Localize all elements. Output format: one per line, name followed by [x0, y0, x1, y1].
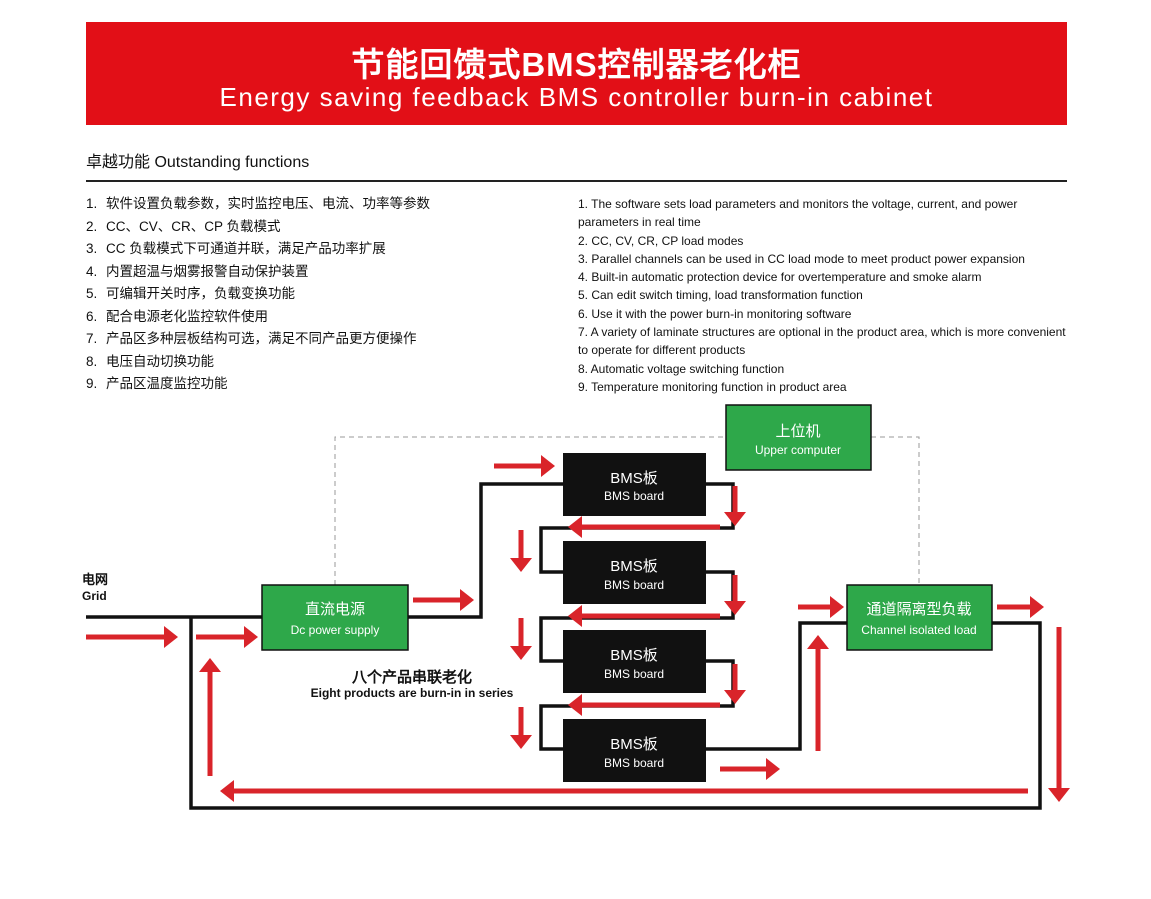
- flow-arrow-5: [494, 455, 555, 477]
- section-heading: 卓越功能 Outstanding functions: [86, 154, 310, 171]
- svg-text:BMS board: BMS board: [604, 489, 664, 503]
- list-item: 9.产品区温度监控功能: [86, 376, 228, 391]
- list-item: 6. Use it with the power burn-in monitor…: [578, 306, 852, 321]
- grid-label-en: Grid: [82, 589, 107, 603]
- list-item: 9. Temperature monitoring function in pr…: [578, 379, 847, 394]
- flow-arrow-head: [830, 596, 844, 618]
- svg-text:BMS板: BMS板: [610, 469, 658, 487]
- svg-text:BMS board: BMS board: [604, 756, 664, 770]
- flow-arrow-9: [724, 575, 746, 615]
- list-item: 8. Automatic voltage switching function: [578, 361, 785, 376]
- flow-arrow-head: [568, 605, 582, 627]
- flow-arrow-11: [510, 618, 532, 660]
- flow-arrow-12: [724, 664, 746, 704]
- flow-arrow-head: [244, 626, 258, 648]
- series-label-zh: 八个产品串联老化: [351, 668, 472, 686]
- svg-text:Channel isolated load: Channel isolated load: [861, 623, 976, 637]
- flow-arrow-head: [460, 589, 474, 611]
- svg-text:BMS板: BMS板: [610, 646, 658, 664]
- list-item: 4.内置超温与烟雾报警自动保护装置: [86, 263, 309, 279]
- list-item: 1. The software sets load parameters and…: [578, 197, 1018, 230]
- flow-arrow-6: [568, 516, 720, 538]
- list-item: 5.可编辑开关时序，负载变换功能: [86, 286, 295, 301]
- bms-board-1: BMS板 BMS board: [563, 453, 706, 516]
- flow-arrow-head: [724, 512, 746, 526]
- svg-text:BMS板: BMS板: [610, 735, 658, 753]
- flow-arrow-8: [510, 530, 532, 572]
- svg-text:通道隔离型负载: 通道隔离型负载: [866, 601, 971, 618]
- list-item: 6.配合电源老化监控软件使用: [86, 308, 268, 324]
- flow-arrow-head: [568, 516, 582, 538]
- list-item: 1.软件设置负载参数，实时监控电压、电流、功率等参数: [86, 196, 430, 211]
- list-item: 2. CC, CV, CR, CP load modes: [578, 233, 744, 248]
- flow-arrow-head: [541, 455, 555, 477]
- flow-arrow-7: [724, 486, 746, 526]
- flow-arrow-10: [568, 605, 720, 627]
- flow-arrows: [86, 455, 1070, 802]
- flow-arrow-18: [798, 596, 844, 618]
- svg-text:直流电源: 直流电源: [305, 601, 365, 618]
- flow-arrow-20: [1048, 627, 1070, 802]
- list-item: 2.CC、CV、CR、CP 负载模式: [86, 218, 281, 234]
- flow-arrow-head: [766, 758, 780, 780]
- series-label-en: Eight products are burn-in in series: [311, 686, 514, 700]
- svg-text:Dc power supply: Dc power supply: [291, 623, 380, 637]
- section-divider: [86, 180, 1067, 182]
- flow-arrow-1: [86, 626, 178, 648]
- flow-arrow-3: [199, 658, 221, 776]
- svg-text:BMS board: BMS board: [604, 667, 664, 681]
- svg-text:BMS board: BMS board: [604, 578, 664, 592]
- flow-arrow-head: [724, 690, 746, 704]
- flow-arrow-17: [807, 635, 829, 751]
- list-item: 4. Built-in automatic protection device …: [578, 270, 982, 285]
- title-zh: 节能回馈式BMS控制器老化柜: [351, 46, 802, 83]
- flow-arrow-head: [1030, 596, 1044, 618]
- flow-arrow-head: [510, 558, 532, 572]
- bms-board-4: BMS板 BMS board: [563, 719, 706, 782]
- list-item: 3. Parallel channels can be used in CC l…: [578, 251, 1025, 266]
- bms-board-2: BMS板 BMS board: [563, 541, 706, 604]
- flow-arrow-head: [1048, 788, 1070, 802]
- list-item: 7.产品区多种层板结构可选，满足不同产品更方便操作: [86, 331, 417, 346]
- flow-arrow-head: [807, 635, 829, 649]
- flow-arrow-19: [997, 596, 1044, 618]
- flow-arrow-head: [510, 646, 532, 660]
- flow-arrow-head: [220, 780, 234, 802]
- upper-computer-node: 上位机 Upper computer: [725, 404, 872, 471]
- dc-power-supply-node: 直流电源 Dc power supply: [261, 584, 409, 651]
- grid-label-zh: 电网: [82, 572, 108, 587]
- channel-load-node: 通道隔离型负载 Channel isolated load: [846, 584, 993, 651]
- flow-arrow-16: [220, 780, 1028, 802]
- flow-arrow-2: [196, 626, 258, 648]
- flow-arrow-head: [568, 694, 582, 716]
- features-zh-list: 1.软件设置负载参数，实时监控电压、电流、功率等参数 2.CC、CV、CR、CP…: [86, 193, 430, 396]
- flow-arrow-head: [199, 658, 221, 672]
- svg-text:BMS板: BMS板: [610, 557, 658, 575]
- bms-board-3: BMS板 BMS board: [563, 630, 706, 693]
- title-en: Energy saving feedback BMS controller bu…: [219, 82, 934, 112]
- features-en-list: 1. The software sets load parameters and…: [578, 195, 1070, 396]
- list-item: 8.电压自动切换功能: [86, 353, 214, 369]
- svg-text:Upper computer: Upper computer: [755, 443, 841, 457]
- flow-arrow-head: [724, 601, 746, 615]
- flow-arrow-14: [510, 707, 532, 749]
- flow-arrow-head: [164, 626, 178, 648]
- title-banner: 节能回馈式BMS控制器老化柜 Energy saving feedback BM…: [86, 22, 1067, 125]
- list-item: 7. A variety of laminate structures are …: [578, 325, 1066, 358]
- flow-arrow-4: [413, 589, 474, 611]
- comm-dashed-lines: [334, 436, 920, 585]
- list-item: 5. Can edit switch timing, load transfor…: [578, 288, 863, 303]
- svg-text:上位机: 上位机: [775, 423, 820, 440]
- flow-arrow-head: [510, 735, 532, 749]
- list-item: 3.CC 负载模式下可通道并联，满足产品功率扩展: [86, 241, 386, 256]
- flow-arrow-15: [720, 758, 780, 780]
- flow-arrow-13: [568, 694, 720, 716]
